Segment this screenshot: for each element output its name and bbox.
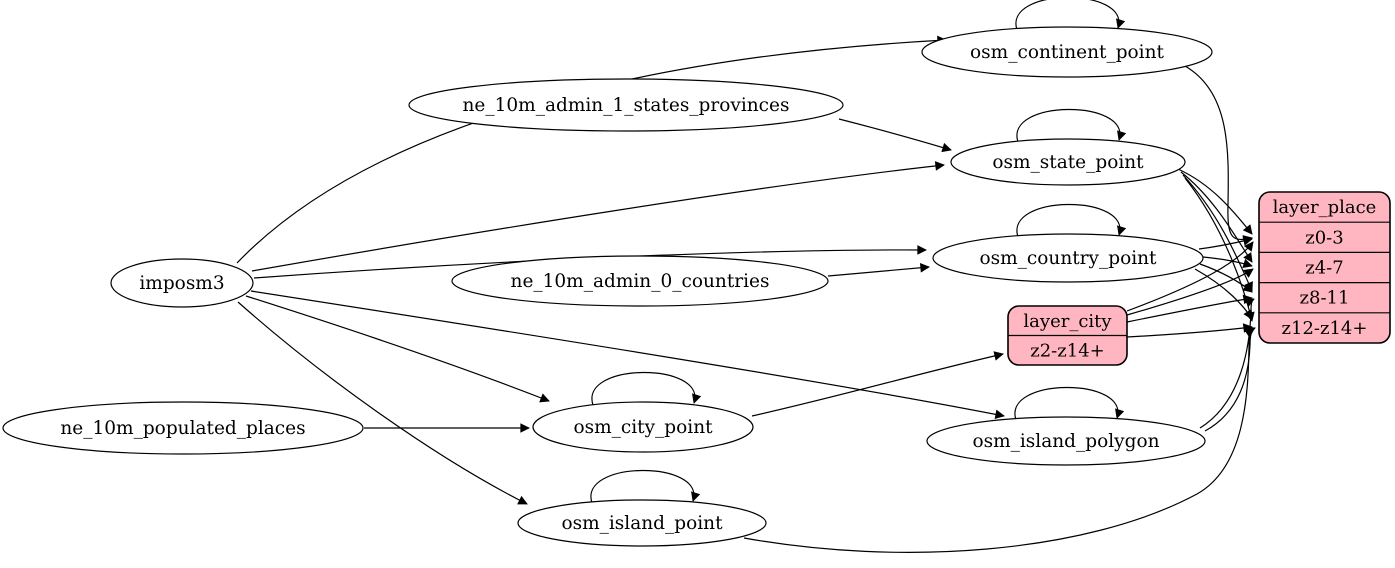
nodes-layer: imposm3 ne_10m_admin_1_states_provincesne…: [2, 26, 1391, 547]
node-label-ne_10m_admin_1_states_provinces: ne_10m_admin_1_states_provinces: [463, 95, 790, 116]
record-layer_place: layer_place z0-3 z4-7 z8-11 z12-z14+: [1258, 191, 1391, 344]
edge-ne_10m_admin_1_states_provinces-osm_state_point: [838, 118, 952, 153]
node-label-osm_country_point: osm_country_point: [980, 248, 1158, 269]
edge-layer_city-layer_place-z12-z14+: [1126, 323, 1253, 338]
record-row-layer_place-z8-11: z8-11: [1300, 288, 1350, 309]
node-shape-osm_island_point: [517, 499, 767, 547]
edge-osm_continent_point-osm_continent_point-self-loop: [1015, 0, 1126, 31]
node-label-osm_island_polygon: osm_island_polygon: [972, 431, 1159, 452]
edge-osm_island_polygon-layer_place-z12-z14+: [1204, 328, 1255, 432]
node-ne_10m_admin_0_countries: ne_10m_admin_0_countries: [451, 255, 829, 307]
edge-ne_10m_admin_0_countries-osm_country_point: [827, 263, 930, 277]
node-shape-osm_state_point: [950, 138, 1186, 186]
node-shape-osm_continent_point: [921, 26, 1213, 78]
node-label-osm_island_point: osm_island_point: [561, 513, 723, 534]
node-shape-osm_island_polygon: [926, 416, 1206, 466]
node-label-imposm3: imposm3: [139, 273, 224, 294]
node-shape-ne_10m_admin_0_countries: [451, 255, 829, 307]
node-osm_island_polygon: osm_island_polygon: [926, 416, 1206, 466]
edge-osm_city_point-osm_city_point-self-loop: [591, 371, 702, 406]
node-osm_island_point: osm_island_point: [517, 499, 767, 547]
record-row-layer_place-z0-3: z0-3: [1305, 227, 1343, 248]
node-shape-ne_10m_admin_1_states_provinces: [408, 78, 844, 132]
node-label-osm_state_point: osm_state_point: [992, 152, 1144, 173]
node-shape-osm_city_point: [532, 401, 754, 453]
node-label-osm_continent_point: osm_continent_point: [970, 42, 1164, 63]
edges-layer: [236, 0, 1256, 553]
node-osm_continent_point: osm_continent_point: [921, 26, 1213, 78]
record-row-layer_place-z12-z14+: z12-z14+: [1282, 318, 1368, 339]
edge-osm_island_polygon-layer_place-z8-11: [1199, 298, 1255, 429]
edge-imposm3-osm_island_point: [237, 301, 528, 505]
record-row-layer_city-layer_city: layer_city: [1023, 311, 1112, 332]
record-row-layer_place-z4-7: z4-7: [1305, 258, 1343, 279]
record-row-layer_place-layer_place: layer_place: [1273, 197, 1377, 218]
edge-imposm3-osm_city_point: [245, 295, 550, 403]
node-label-osm_city_point: osm_city_point: [573, 417, 713, 438]
edge-osm_island_point-layer_place-z12-z14+: [743, 326, 1256, 553]
node-ne_10m_admin_1_states_provinces: ne_10m_admin_1_states_provinces: [408, 78, 844, 132]
node-osm_country_point: osm_country_point: [932, 233, 1204, 283]
edge-osm_country_point-layer_place-z4-7: [1202, 256, 1253, 269]
edge-osm_state_point-osm_state_point-self-loop: [1016, 108, 1127, 143]
edge-osm_state_point-layer_place-z8-11: [1182, 174, 1253, 292]
edge-osm_state_point-layer_place-z4-7: [1180, 171, 1253, 263]
record-row-layer_city-z2-z14+: z2-z14+: [1030, 340, 1105, 361]
node-shape-imposm3: [110, 258, 254, 308]
node-label-ne_10m_admin_0_countries: ne_10m_admin_0_countries: [511, 271, 770, 292]
edge-osm_country_point-osm_country_point-self-loop: [1016, 203, 1127, 238]
node-shape-osm_country_point: [932, 233, 1204, 283]
edge-osm_island_point-osm_island_point-self-loop: [590, 469, 701, 504]
node-label-ne_10m_populated_places: ne_10m_populated_places: [60, 418, 305, 439]
edge-osm_state_point-layer_place-z0-3: [1177, 168, 1253, 235]
edge-layer_city-layer_place-z4-7: [1126, 268, 1254, 316]
node-imposm3: imposm3: [110, 258, 254, 308]
edge-osm_country_point-layer_place-z12-z14+: [1194, 268, 1253, 320]
node-osm_state_point: osm_state_point: [950, 138, 1186, 186]
edge-osm_city_point-layer_city-z2-z14+: [751, 351, 1004, 417]
record-layer_city: layer_city z2-z14+: [1007, 305, 1128, 366]
node-ne_10m_populated_places: ne_10m_populated_places: [2, 401, 364, 455]
node-osm_city_point: osm_city_point: [532, 401, 754, 453]
edge-osm_continent_point-layer_place-z0-3: [1184, 65, 1253, 245]
edge-osm_country_point-layer_place-z8-11: [1199, 263, 1253, 293]
edge-imposm3-osm_state_point: [251, 161, 945, 272]
edge-imposm3-osm_continent_point: [236, 35, 947, 264]
edge-imposm3-osm_island_polygon: [250, 290, 1005, 420]
edge-osm_country_point-layer_place-z0-3: [1198, 236, 1253, 250]
record-shape-layer_place: [1258, 191, 1391, 344]
node-shape-ne_10m_populated_places: [2, 401, 364, 455]
edge-osm_island_polygon-osm_island_polygon-self-loop: [1014, 386, 1125, 421]
edge-layer_city-layer_place-z0-3: [1126, 241, 1254, 312]
